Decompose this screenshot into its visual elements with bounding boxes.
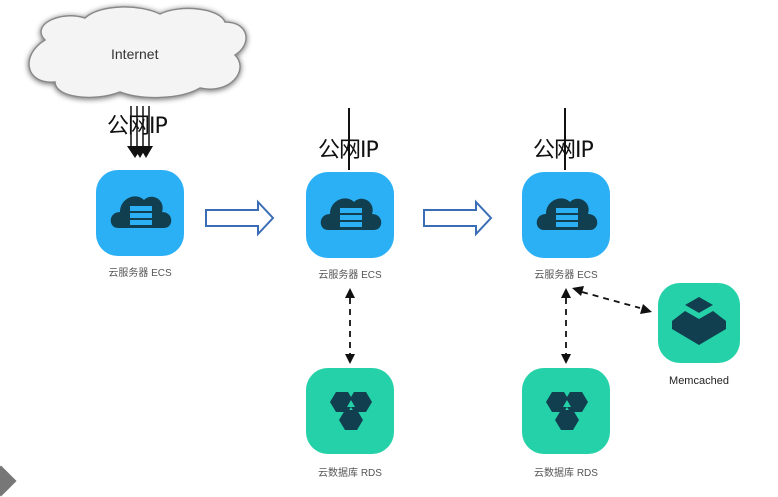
internet-cloud xyxy=(28,6,247,99)
stage-arrow-1 xyxy=(205,199,275,237)
rds-icon-3[interactable] xyxy=(522,368,610,454)
rds-label-3: 云数据库 RDS xyxy=(534,468,598,479)
ecs-label-1: 云服务器 ECS xyxy=(108,268,172,279)
arrowhead xyxy=(345,354,355,364)
public-ip-line-3 xyxy=(564,108,566,170)
public-ip-label-1: 公网IP xyxy=(107,114,168,139)
arrowhead xyxy=(345,288,355,298)
memcached-icon[interactable] xyxy=(658,283,740,363)
cloud-server-icon xyxy=(536,198,598,230)
rds-icon-2[interactable] xyxy=(306,368,394,454)
internet-label: Internet xyxy=(111,46,159,62)
diagram-canvas xyxy=(28,6,652,364)
database-hexagons-icon xyxy=(546,392,588,430)
public-ip-label-3: 公网IP xyxy=(533,138,594,163)
database-hexagons-icon xyxy=(330,392,372,430)
ecs-icon-1[interactable] xyxy=(96,170,184,256)
ecs-label-3: 云服务器 ECS xyxy=(534,270,598,281)
cloud-server-icon xyxy=(320,198,382,230)
public-ip-line-2 xyxy=(348,108,350,170)
ecs-memcached-link xyxy=(581,291,641,309)
memcached-label: Memcached xyxy=(669,375,729,387)
internet-to-ecs-arrows xyxy=(127,106,153,158)
ecs-label-2: 云服务器 ECS xyxy=(318,270,382,281)
ecs-icon-2[interactable] xyxy=(306,172,394,258)
layered-cache-icon xyxy=(672,297,726,345)
stage-arrow-2 xyxy=(423,199,493,237)
rds-label-2: 云数据库 RDS xyxy=(318,468,382,479)
cloud-server-icon xyxy=(110,196,172,228)
ecs-icon-3[interactable] xyxy=(522,172,610,258)
